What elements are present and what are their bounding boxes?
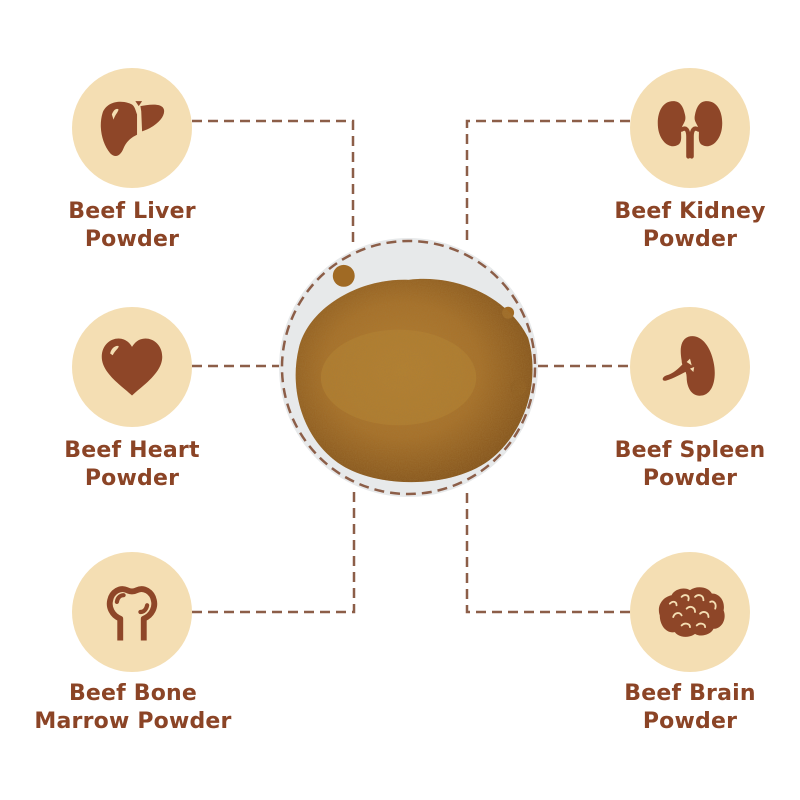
- label-line-1: Beef Spleen: [614, 438, 766, 463]
- label-bone-marrow: Beef Bone Marrow Powder: [3, 680, 263, 736]
- label-line-1: Beef Brain: [624, 681, 756, 706]
- connector-brain: [465, 490, 630, 614]
- item-heart: [72, 307, 192, 427]
- label-line-2: Powder: [642, 466, 738, 491]
- connector-liver: [192, 119, 355, 245]
- spleen-icon: [662, 336, 715, 396]
- brain-icon: [658, 587, 725, 637]
- label-brain: Beef Brain Powder: [560, 680, 800, 736]
- item-spleen: [630, 307, 750, 427]
- liver-icon: [100, 101, 165, 157]
- label-line-2: Powder: [642, 709, 738, 734]
- kidney-icon: [657, 101, 723, 159]
- label-spleen: Beef Spleen Powder: [560, 437, 800, 493]
- label-heart: Beef Heart Powder: [2, 437, 262, 493]
- bone-icon: [106, 586, 158, 641]
- label-line-1: Beef Liver: [68, 199, 196, 224]
- connector-kidney: [465, 119, 630, 245]
- label-liver: Beef Liver Powder: [2, 198, 262, 254]
- heart-icon: [101, 338, 163, 396]
- label-line-1: Beef Bone: [68, 681, 198, 706]
- item-liver: [72, 68, 192, 188]
- item-bone-marrow: [72, 552, 192, 672]
- label-line-2: Marrow Powder: [34, 709, 232, 734]
- label-line-1: Beef Heart: [64, 438, 200, 463]
- powder-photo: [279, 238, 538, 497]
- connector-bone-marrow: [192, 490, 356, 614]
- label-line-2: Powder: [84, 227, 180, 252]
- item-kidney: [630, 68, 750, 188]
- label-kidney: Beef Kidney Powder: [560, 198, 800, 254]
- item-brain: [630, 552, 750, 672]
- label-line-2: Powder: [84, 466, 180, 491]
- label-line-1: Beef Kidney: [614, 199, 766, 224]
- label-line-2: Powder: [642, 227, 738, 252]
